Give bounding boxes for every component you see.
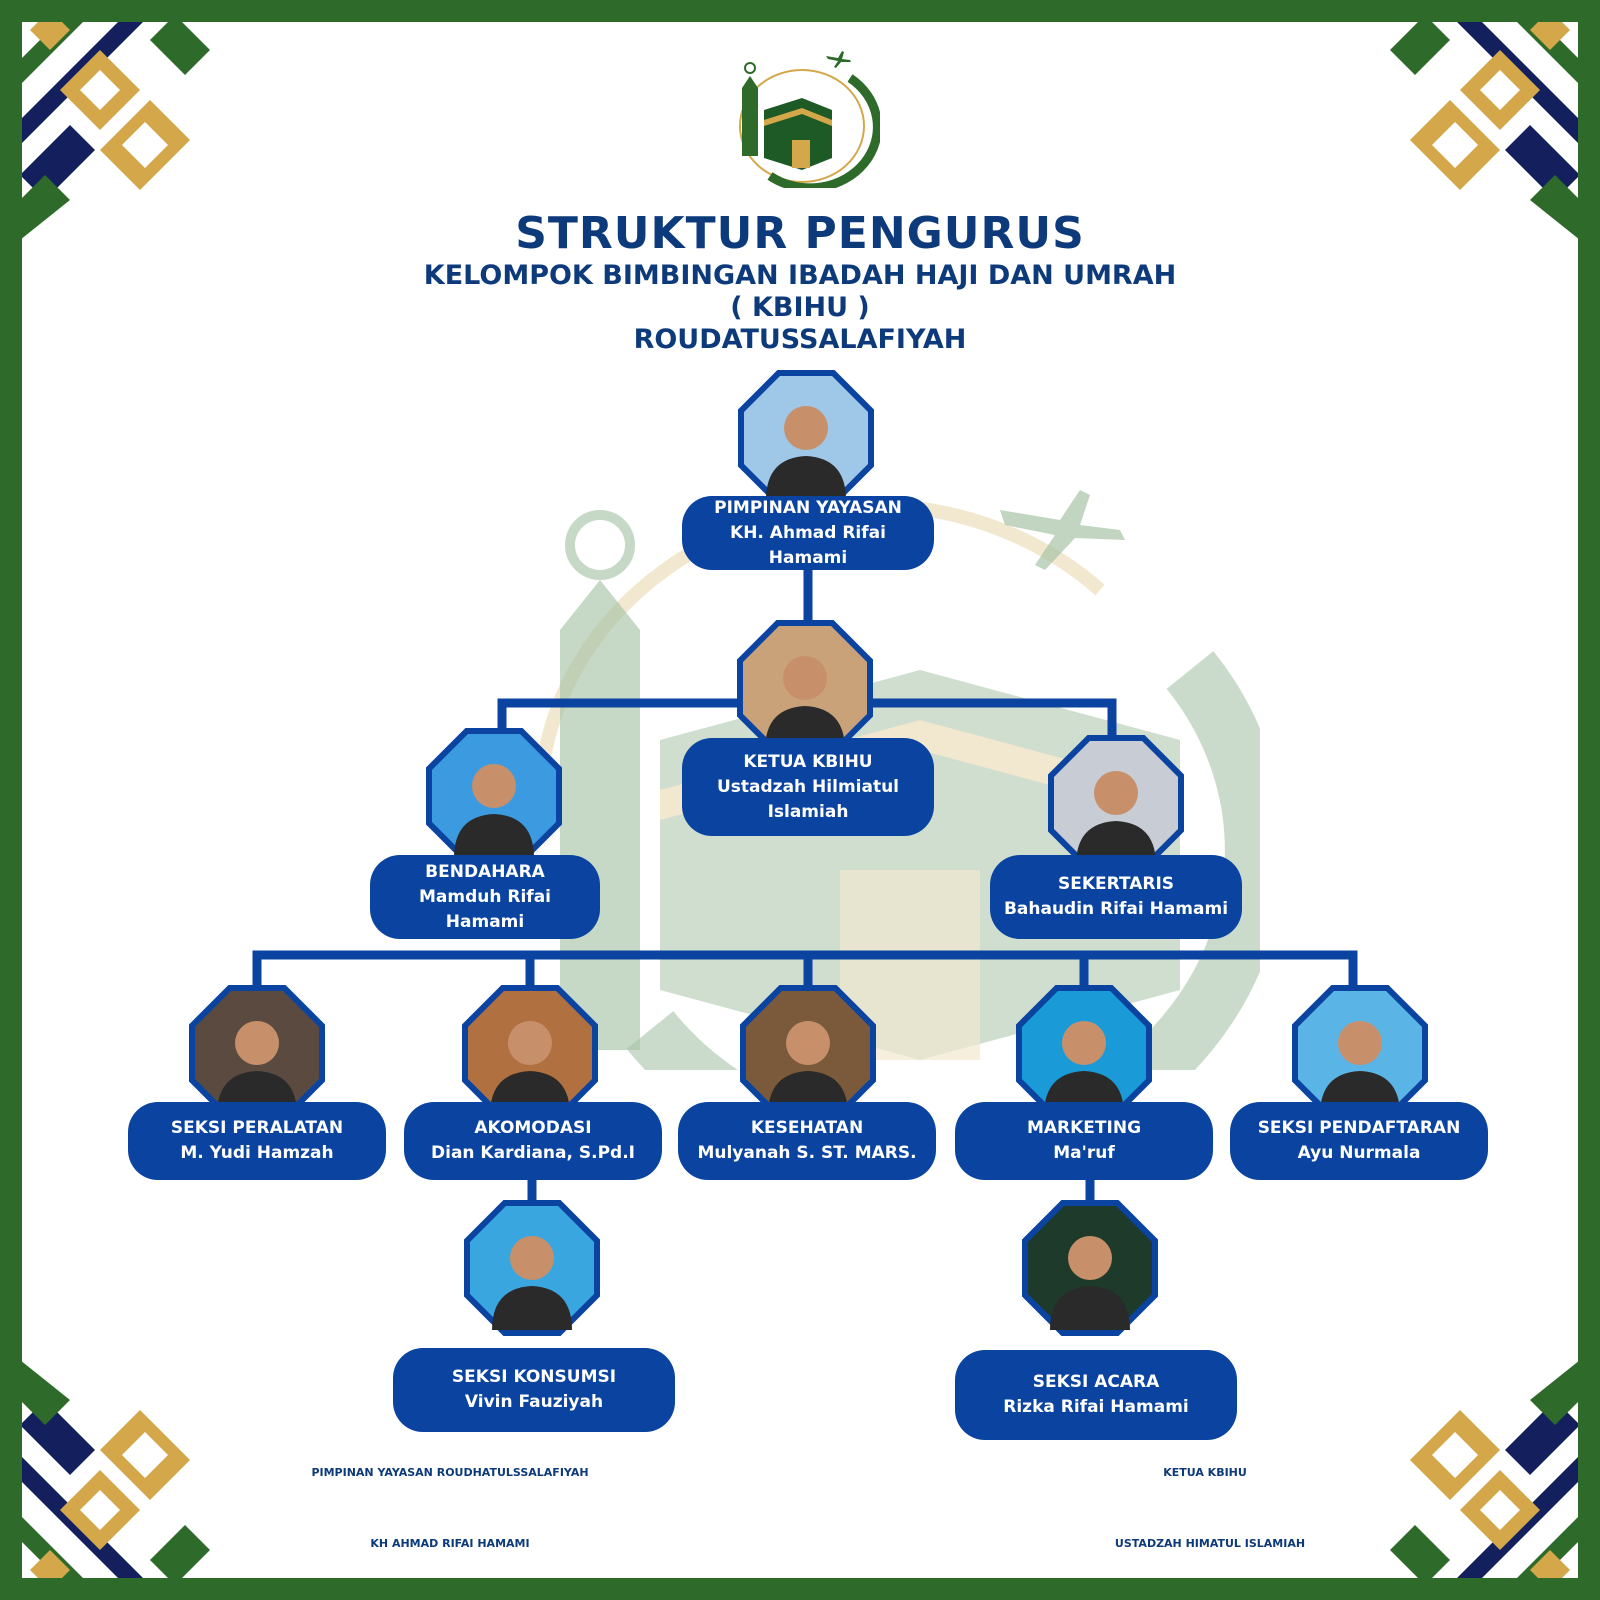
label-acara: SEKSI ACARA Rizka Rifai Hamami — [955, 1350, 1237, 1440]
portrait-konsumsi — [464, 1200, 600, 1336]
role-bendahara: BENDAHARA — [425, 861, 545, 882]
role-akomodasi: AKOMODASI — [474, 1118, 592, 1138]
name-konsumsi: Vivin Fauziyah — [464, 1392, 604, 1412]
portrait-marketing — [1016, 985, 1152, 1121]
signature-right-name: USTADZAH HIMATUL ISLAMIAH — [1114, 1537, 1306, 1550]
role-marketing: MARKETING — [1026, 1118, 1142, 1138]
role-pendaftaran: SEKSI PENDAFTARAN — [1257, 1118, 1461, 1138]
name-acara: Rizka Rifai Hamami — [1003, 1397, 1189, 1417]
page-title: STRUKTUR PENGURUS — [515, 208, 1085, 259]
label-bendahara: BENDAHARA Mamduh Rifai Hamami — [370, 855, 600, 939]
portrait-akomodasi — [462, 985, 598, 1121]
subtitle-line-2: ( KBIHU ) — [730, 292, 870, 323]
corner-ornament-top-left — [0, 0, 210, 240]
role-acara: SEKSI ACARA — [1032, 1372, 1160, 1392]
label-peralatan: SEKSI PERALATAN M. Yudi Hamzah — [128, 1102, 386, 1180]
role-peralatan: SEKSI PERALATAN — [170, 1118, 344, 1138]
name-bendahara: Mamduh Rifai Hamami — [418, 886, 551, 932]
signature-left-name: KH AHMAD RIFAI HAMAMI — [370, 1537, 530, 1550]
portrait-pimpinan — [738, 370, 874, 506]
corner-ornament-bottom-left — [0, 1360, 210, 1600]
portrait-bendahara — [426, 728, 562, 864]
label-pimpinan: PIMPINAN YAYASAN KH. Ahmad Rifai Hamami — [682, 496, 934, 570]
name-kesehatan: Mulyanah S. ST. MARS. — [697, 1143, 917, 1163]
role-sekertaris: SEKERTARIS — [1057, 874, 1175, 894]
name-pendaftaran: Ayu Nurmala — [1297, 1143, 1421, 1163]
portrait-ketua — [737, 620, 873, 756]
label-pendaftaran: SEKSI PENDAFTARAN Ayu Nurmala — [1230, 1102, 1488, 1180]
name-pimpinan: KH. Ahmad Rifai Hamami — [730, 522, 886, 568]
name-marketing: Ma'ruf — [1053, 1143, 1115, 1163]
name-ketua: Ustadzah Hilmiatul Islamiah — [716, 776, 900, 822]
role-kesehatan: KESEHATAN — [750, 1118, 864, 1138]
label-kesehatan: KESEHATAN Mulyanah S. ST. MARS. — [678, 1102, 936, 1180]
name-akomodasi: Dian Kardiana, S.Pd.I — [431, 1143, 635, 1163]
portrait-peralatan — [189, 985, 325, 1121]
signature-right-title: KETUA KBIHU — [1163, 1466, 1247, 1479]
title-block: STRUKTUR PENGURUS KELOMPOK BIMBINGAN IBA… — [0, 208, 1600, 356]
corner-ornament-bottom-right — [1390, 1360, 1600, 1600]
kbihu-logo — [739, 51, 880, 188]
label-akomodasi: AKOMODASI Dian Kardiana, S.Pd.I — [404, 1102, 662, 1180]
label-marketing: MARKETING Ma'ruf — [955, 1102, 1213, 1180]
role-ketua: KETUA KBIHU — [743, 751, 873, 772]
name-sekertaris: Bahaudin Rifai Hamami — [1003, 899, 1229, 919]
subtitle-line-3: ROUDATUSSALAFIYAH — [633, 324, 967, 355]
portrait-kesehatan — [740, 985, 876, 1121]
label-konsumsi: SEKSI KONSUMSI Vivin Fauziyah — [393, 1348, 675, 1432]
role-konsumsi: SEKSI KONSUMSI — [451, 1367, 617, 1387]
role-pimpinan: PIMPINAN YAYASAN — [714, 497, 902, 518]
label-ketua: KETUA KBIHU Ustadzah Hilmiatul Islamiah — [682, 738, 934, 836]
corner-ornament-top-right — [1390, 0, 1600, 240]
signature-left-title: PIMPINAN YAYASAN ROUDHATULSSALAFIYAH — [311, 1466, 589, 1479]
portrait-acara — [1022, 1200, 1158, 1336]
portrait-sekertaris — [1048, 735, 1184, 871]
name-peralatan: M. Yudi Hamzah — [180, 1143, 334, 1163]
label-sekertaris: SEKERTARIS Bahaudin Rifai Hamami — [990, 855, 1242, 939]
subtitle-line-1: KELOMPOK BIMBINGAN IBADAH HAJI DAN UMRAH — [423, 260, 1177, 291]
portrait-pendaftaran — [1292, 985, 1428, 1121]
